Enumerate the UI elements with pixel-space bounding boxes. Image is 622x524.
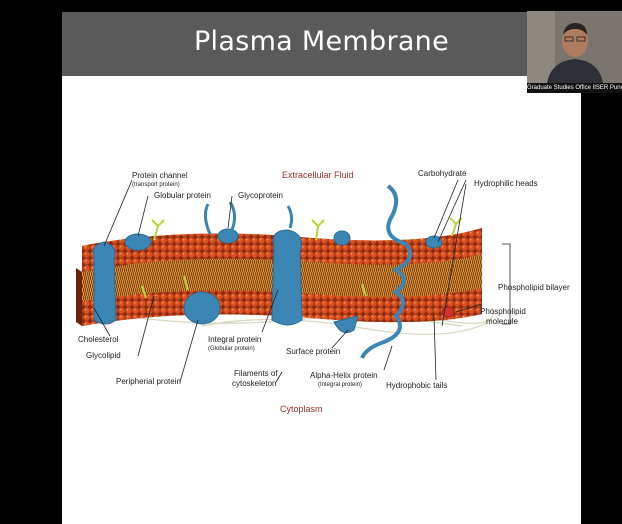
label-extracellular-fluid: Extracellular Fluid bbox=[282, 170, 354, 180]
label-cytoplasm: Cytoplasm bbox=[280, 404, 323, 414]
label-surface-protein: Surface protein bbox=[286, 347, 340, 356]
right-black-strip bbox=[581, 94, 622, 524]
label-glycoprotein: Glycoprotein bbox=[238, 191, 283, 200]
presenter-video bbox=[527, 11, 622, 83]
label-globular-protein: Globular protein bbox=[154, 191, 211, 200]
label-protein-channel: Protein channel bbox=[132, 171, 188, 180]
slide-title-bar: Plasma Membrane bbox=[62, 12, 581, 76]
label-protein-channel-sub: (transport protein) bbox=[132, 182, 180, 188]
label-phospholipid-molecule-2: molecule bbox=[486, 317, 519, 326]
label-integral-protein-sub: (Globular protein) bbox=[208, 346, 255, 352]
plasma-membrane-diagram: Protein channel (transport protein) Glob… bbox=[62, 76, 581, 524]
label-peripheral-protein: Peripherial protein bbox=[116, 377, 181, 386]
label-filaments-2: cytoskeleton bbox=[232, 379, 276, 388]
label-phospholipid-bilayer: Phospholipid bilayer bbox=[498, 283, 570, 292]
label-alpha-helix: Alpha-Helix protein bbox=[310, 371, 378, 380]
label-hydrophilic-heads: Hydrophilic heads bbox=[474, 179, 538, 188]
label-glycolipid: Glycolipid bbox=[86, 351, 121, 360]
label-phospholipid-molecule-1: Phospholipid bbox=[480, 307, 526, 316]
presentation-slide: Plasma Membrane bbox=[62, 12, 581, 524]
label-hydrophobic-tails: Hydrophobic tails bbox=[386, 381, 447, 390]
label-cholesterol: Cholesterol bbox=[78, 335, 119, 344]
label-carbohydrate: Carbohydrate bbox=[418, 169, 467, 178]
label-alpha-helix-sub: (Integral protein) bbox=[318, 382, 362, 388]
glycoprotein-branches bbox=[205, 202, 291, 234]
webcam-caption: Graduate Studies Office IISER Pune bbox=[527, 83, 622, 93]
slide-title: Plasma Membrane bbox=[62, 26, 581, 57]
label-integral-protein: Integral protein bbox=[208, 335, 261, 344]
webcam-thumbnail[interactable]: Graduate Studies Office IISER Pune bbox=[527, 11, 622, 93]
label-filaments-1: Filaments of bbox=[234, 369, 278, 378]
